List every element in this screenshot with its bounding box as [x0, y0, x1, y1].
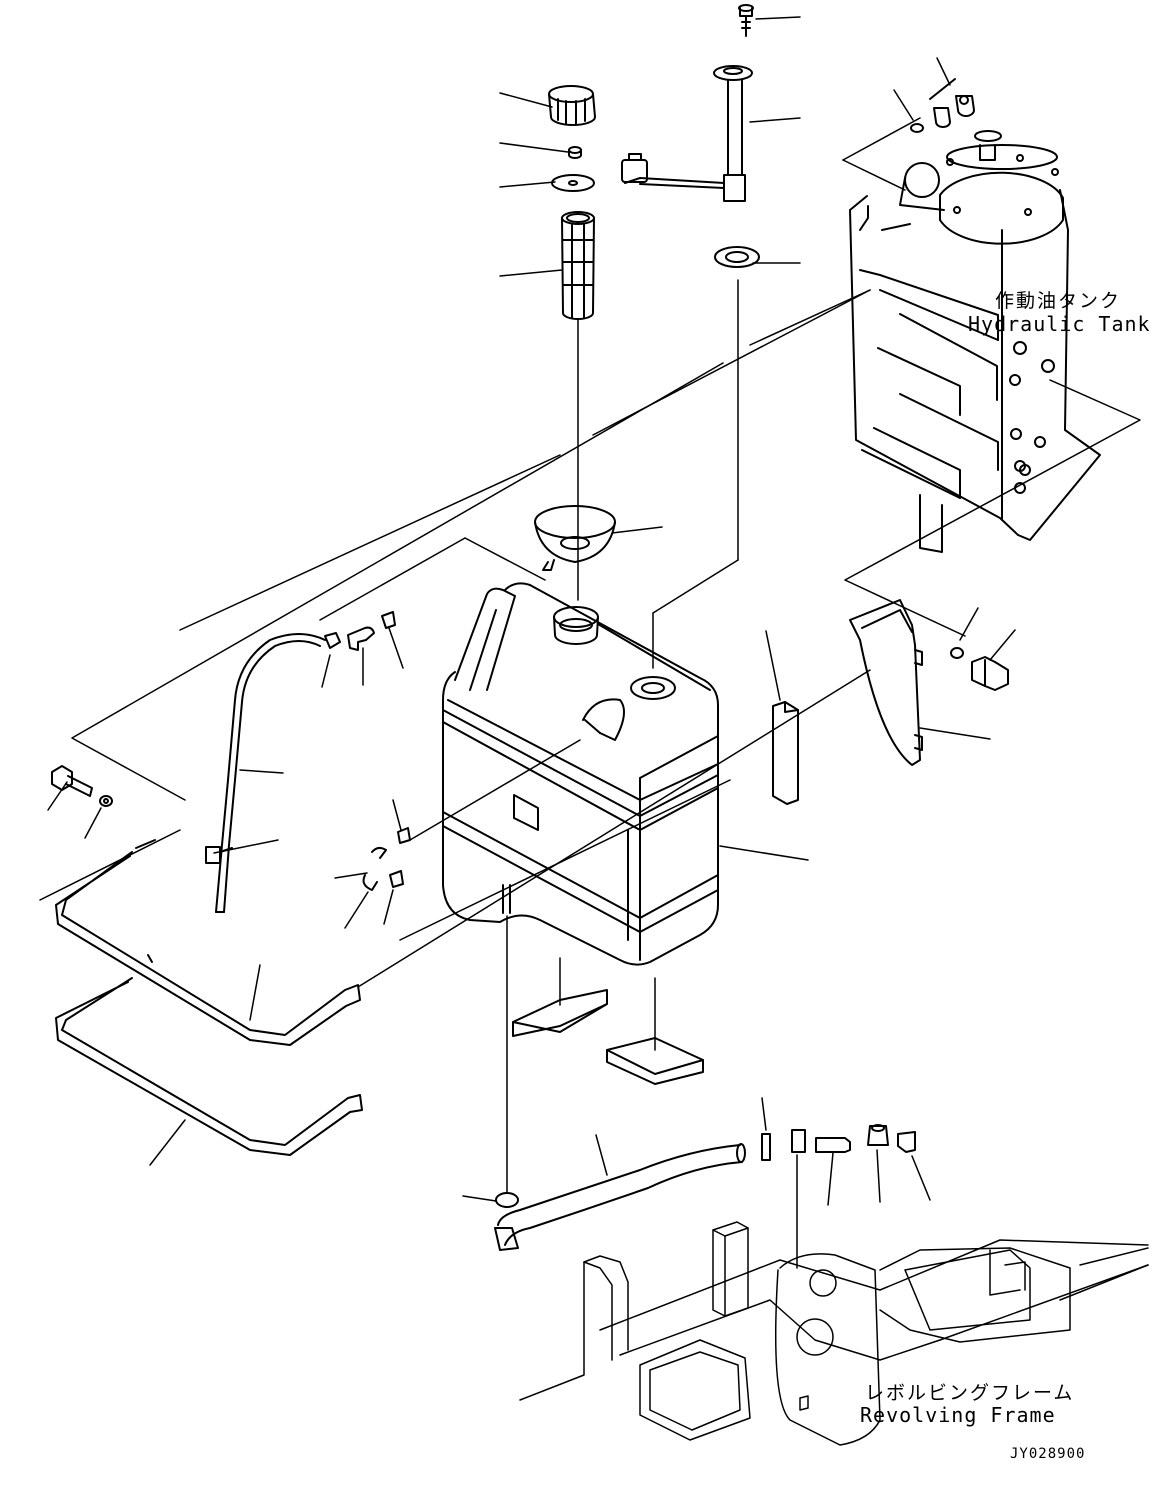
revolving-frame-label-ja: レボルビングフレーム: [865, 1382, 1075, 1404]
tank-cushion-pads: [512, 989, 704, 1085]
hose-clamps-small: [324, 611, 411, 891]
cap-gasket: [568, 146, 582, 159]
drawing-code: JY028900: [1010, 1446, 1086, 1462]
hydraulic-tank-fasteners: [910, 78, 975, 133]
hydraulic-tank-label-en: Hydraulic Tank: [968, 312, 1151, 336]
fuel-fittings: [761, 1124, 916, 1161]
funnel-basket: [534, 505, 616, 571]
hydraulic-tank: [849, 130, 1101, 553]
tank-strap-lower: [55, 977, 363, 1156]
revolving-frame-label-en: Revolving Frame: [860, 1403, 1056, 1427]
leader-lines: [47, 16, 1016, 1206]
washer: [551, 174, 595, 192]
hydraulic-tank-label-ja: 作動油タンク: [995, 290, 1122, 312]
fuel-suction-hose: [494, 1143, 746, 1251]
sender-gasket: [714, 246, 760, 268]
breather-hose: [205, 633, 326, 913]
strainer: [561, 211, 595, 320]
assembly-axes: [39, 117, 1141, 1269]
side-rubber-pad: [772, 701, 799, 805]
screw-bolt: [738, 4, 754, 37]
revolving-frame: [519, 1221, 1149, 1446]
fuel-tank: [442, 582, 719, 966]
tank-strap-upper: [55, 839, 361, 1046]
mounting-bracket: [849, 599, 1009, 766]
fuel-sender-unit: [621, 65, 753, 202]
strap-bolt: [51, 765, 113, 807]
filler-cap: [548, 85, 596, 126]
